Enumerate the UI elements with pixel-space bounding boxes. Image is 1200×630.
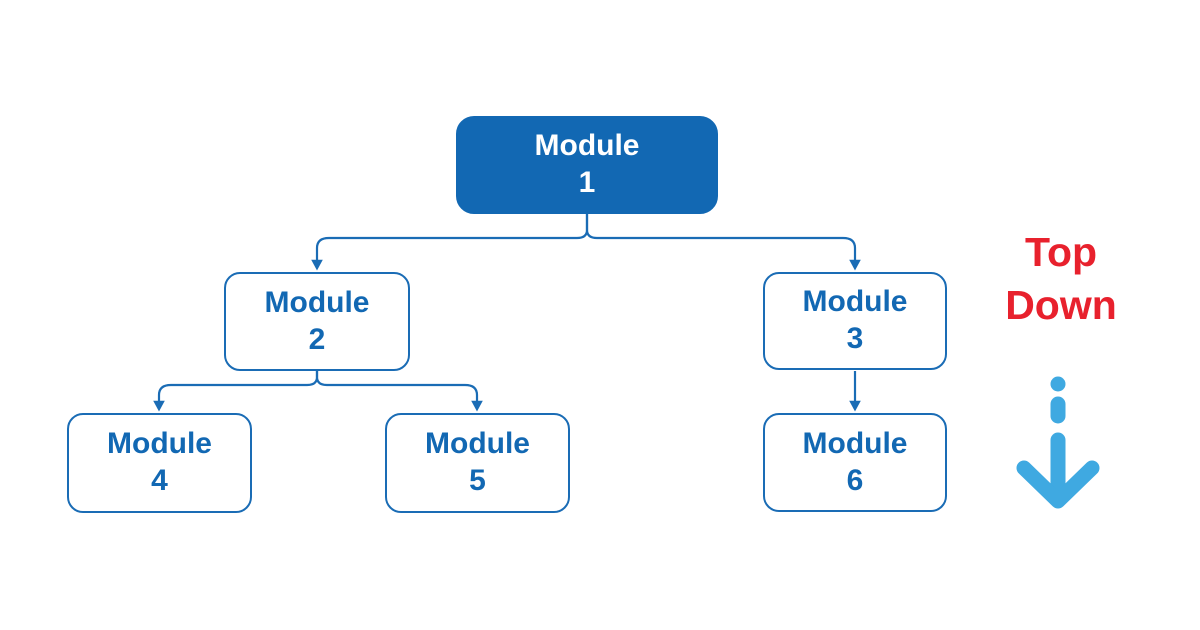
node-number: 2 [308, 322, 326, 356]
node-module-3: Module 3 [763, 272, 947, 370]
arrowhead-module3 [849, 259, 861, 271]
arrowhead-module6 [849, 400, 861, 412]
node-module-4: Module 4 [67, 413, 252, 513]
arrowhead-module5 [471, 400, 483, 412]
node-label: Module [534, 129, 640, 163]
node-number: 4 [151, 464, 168, 497]
node-module-1: Module 1 [456, 116, 718, 214]
node-module-2: Module 2 [224, 272, 410, 371]
connector-module2-module4 [157, 371, 319, 401]
annotation-line-top: Top [1024, 229, 1098, 275]
arrowhead-module4 [153, 400, 165, 412]
node-number: 5 [469, 464, 486, 497]
connector-module1-module3 [585, 214, 857, 260]
connector-module2-module5 [315, 371, 479, 401]
node-number: 1 [578, 166, 596, 199]
node-label: Module [802, 285, 908, 319]
node-number: 6 [846, 463, 864, 497]
node-label: Module [802, 426, 908, 460]
arrowhead-module2 [311, 259, 323, 271]
annotation-line-down: Down [1005, 282, 1117, 329]
down-arrow-icon [1016, 376, 1100, 509]
annotation-top-down: Top Down [961, 226, 1161, 333]
node-module-6: Module 6 [763, 413, 947, 512]
node-label: Module [107, 427, 212, 461]
node-number: 3 [846, 322, 864, 355]
node-label: Module [425, 427, 530, 461]
node-module-5: Module 5 [385, 413, 570, 513]
connector-module1-module2 [315, 214, 589, 260]
node-label: Module [264, 285, 370, 319]
